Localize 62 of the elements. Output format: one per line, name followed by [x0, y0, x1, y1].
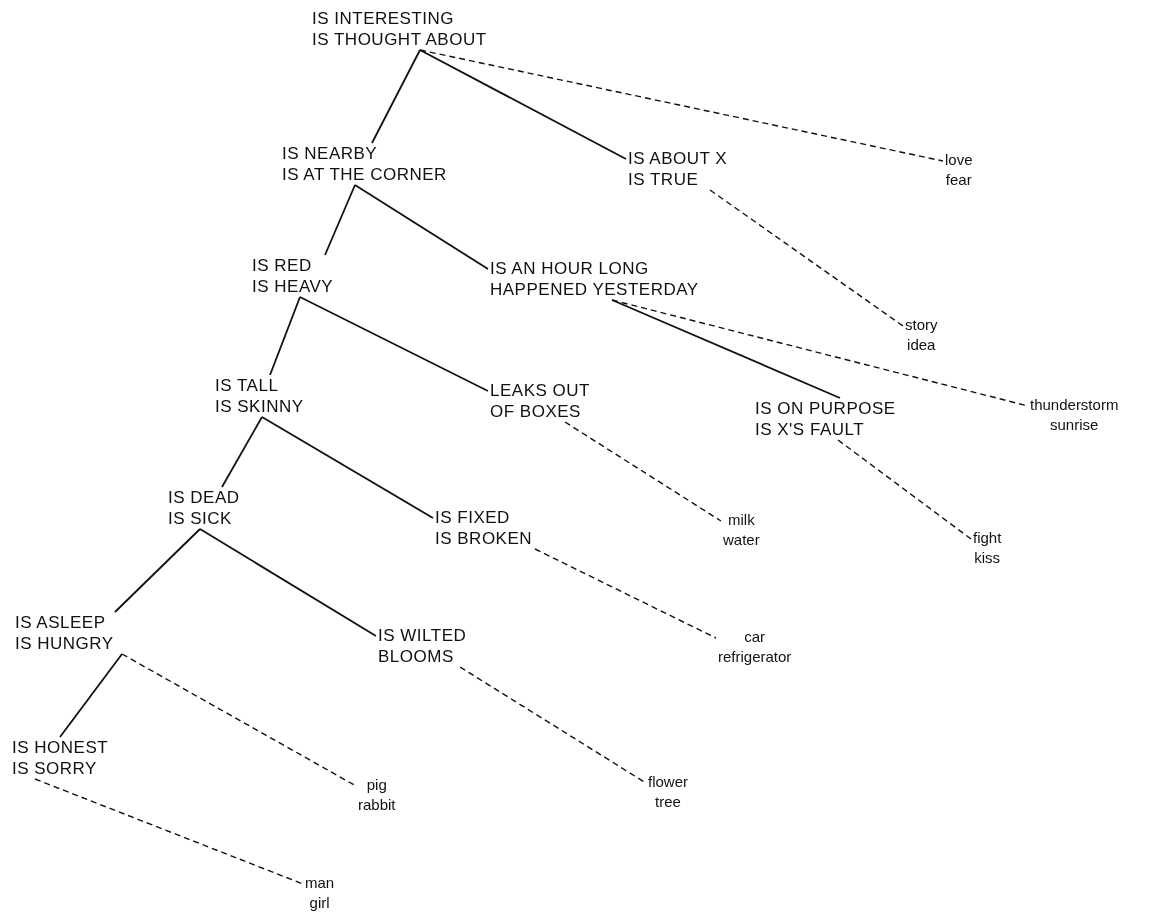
- predicate-label: IS DEAD: [168, 487, 240, 508]
- word-label: car: [744, 627, 766, 647]
- tree-branch: [261, 416, 434, 519]
- word-label: sunrise: [1050, 415, 1099, 435]
- word-label: thunderstorm: [1030, 395, 1119, 415]
- predicate-label: IS THOUGHT ABOUT: [312, 29, 487, 50]
- word-label: milk: [728, 510, 755, 530]
- predicate-label: IS TRUE: [628, 169, 699, 190]
- word-label: pig: [366, 775, 387, 795]
- tree-branch: [114, 528, 201, 613]
- word-label: water: [723, 530, 760, 550]
- predicate-label: IS ABOUT X: [628, 148, 728, 169]
- predicate-label: IS RED: [252, 255, 312, 276]
- word-label: fear: [945, 170, 972, 190]
- tree-branch: [354, 184, 489, 270]
- tree-branch: [221, 416, 263, 488]
- predicate-label: LEAKS OUT OF BOXES: [490, 380, 591, 422]
- predicate-label: IS HUNGRY: [15, 633, 114, 654]
- word-label: idea: [907, 335, 936, 355]
- word-label: man: [305, 873, 335, 893]
- word-label: tree: [655, 792, 681, 812]
- predicate-label: IS SKINNY: [215, 396, 304, 417]
- predicate-label: IS ASLEEP: [15, 612, 106, 633]
- word-label: fight: [973, 528, 1002, 548]
- tree-branch: [611, 299, 841, 399]
- dashed-link: [709, 189, 904, 327]
- predicate-label: BLOOMS: [378, 646, 454, 667]
- dashed-link: [837, 439, 972, 540]
- dashed-link: [121, 653, 357, 787]
- word-label: story: [905, 315, 938, 335]
- predicate-label: IS BROKEN: [435, 528, 533, 549]
- predicate-label: IS ON PURPOSE: [755, 398, 896, 419]
- predicate-label: IS AN HOUR LONG: [490, 258, 649, 279]
- predicate-label: IS X'S FAULT: [755, 419, 865, 440]
- predicate-label: HAPPENED YESTERDAY: [490, 279, 699, 300]
- tree-branch: [269, 296, 301, 376]
- word-label: kiss: [974, 548, 1001, 568]
- word-label: flower: [648, 772, 688, 792]
- predicate-label: IS SICK: [168, 508, 232, 529]
- predicate-label: IS NEARBY: [282, 143, 378, 164]
- predicate-label: IS INTERESTING: [312, 8, 455, 29]
- word-label: refrigerator: [718, 647, 792, 667]
- tree-branch: [59, 653, 123, 738]
- predicate-label: IS FIXED: [435, 507, 510, 528]
- tree-branch: [299, 296, 489, 392]
- word-label: rabbit: [358, 795, 396, 815]
- word-label: girl: [309, 893, 330, 913]
- tree-branch: [324, 184, 356, 256]
- predicate-label: IS SORRY: [12, 758, 97, 779]
- tree-branch: [371, 49, 421, 144]
- tree-branch: [199, 528, 377, 637]
- dashed-link: [419, 49, 944, 162]
- predicate-label: IS HEAVY: [252, 276, 334, 297]
- predicate-label: IS AT THE CORNER: [282, 164, 447, 185]
- dashed-link: [34, 778, 304, 885]
- word-label: love: [945, 150, 973, 170]
- predicate-label: IS HONEST: [12, 737, 109, 758]
- predicate-label: IS TALL: [215, 375, 279, 396]
- dashed-link: [564, 421, 722, 522]
- dashed-link: [534, 548, 717, 639]
- tree-branch: [419, 49, 627, 160]
- predicate-label: IS WILTED: [378, 625, 467, 646]
